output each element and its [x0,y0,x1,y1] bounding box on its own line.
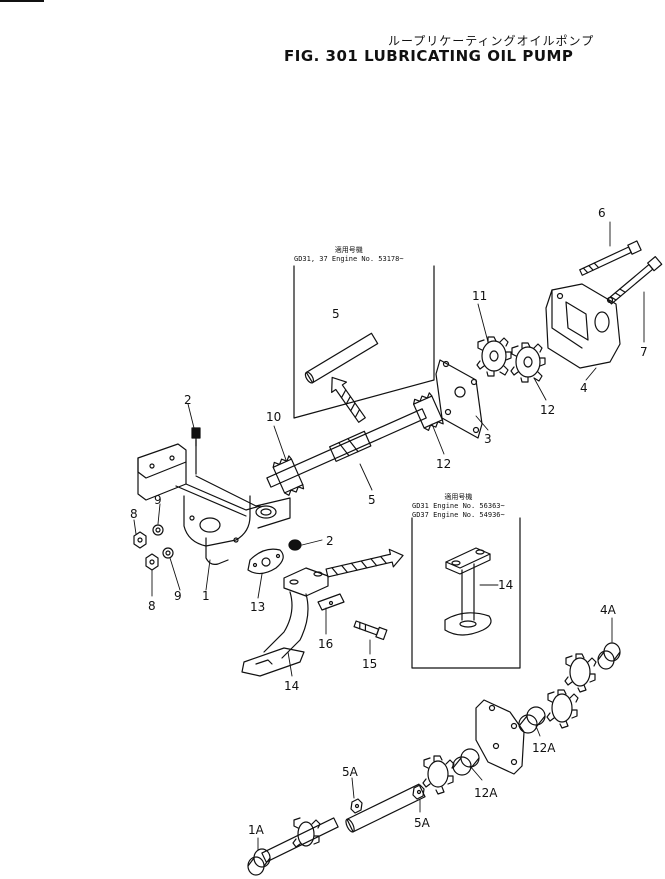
bushing-1a [247,848,271,876]
shaft-5a [345,783,426,833]
callout-4: 4 [580,381,588,395]
callout-2-upper: 2 [184,393,192,407]
inset-upper-title: 適用号機 [334,246,363,254]
callout-14-inset: 14 [498,578,513,592]
callout-5: 5 [368,493,376,507]
nut-8-upper [133,531,147,549]
callout-14: 14 [284,679,299,693]
plug-5a-left [350,798,363,814]
bushing-12a-upper [518,706,546,734]
callout-5a-lower: 5A [414,816,431,830]
gear-12-upper [510,342,546,383]
callout-4a: 4A [600,603,617,617]
inset-lower-header: 適用号機 GD31 Engine No. 56363~ GD37 Engine … [412,493,505,520]
gear-10 [272,455,305,496]
bolt-6 [579,240,642,276]
hatched-arrow-upper [331,376,366,423]
bushing-4a [597,642,621,670]
gear-mid-a [546,689,579,729]
callout-2-lower: 2 [326,534,334,548]
main-shaft [266,408,427,488]
callout-8-upper: 8 [130,507,138,521]
corner-mark [0,0,44,2]
inset-rod [304,332,379,384]
pump-body-4 [545,283,621,369]
callout-8-lower: 8 [148,599,156,613]
callout-16: 16 [318,637,333,651]
inset-lower-line-2: GD37 Engine No. 54936~ [412,511,505,519]
inset-lower-frame [411,517,521,669]
bushing-12a-lower [452,748,480,776]
callout-5a-upper: 5A [342,765,359,779]
gasket-13 [247,548,284,575]
gear-1a [292,817,321,848]
figure-title: FIG. 301 LUBRICATING OIL PUMP [284,47,574,65]
callout-9-upper: 9 [154,493,162,507]
callout-9-lower: 9 [174,589,182,603]
inset-lower-line-1: GD31 Engine No. 56363~ [412,502,505,510]
inset-upper-frame [293,265,435,419]
washer-9-upper [152,524,164,536]
gear-12-lower [412,392,444,431]
callout-12a-lower: 12A [474,786,498,800]
callout-3: 3 [484,432,492,446]
inset-upper-line: GD31, 37 Engine No. 53178~ [294,255,404,263]
callout-13: 13 [250,600,265,614]
cover-plate-3 [435,359,483,439]
plate-16 [317,593,345,611]
inset-bracket [444,547,492,636]
strainer-pipe-14 [241,567,329,677]
cover-plate-a [475,699,525,775]
callout-labels: 6 7 4 11 12 3 12 10 5 5 2 2 9 8 9 8 1 13… [130,206,648,837]
plug-2-lower [288,539,302,551]
shaft-1a [261,817,339,863]
hatched-arrow-lower [325,548,404,578]
callout-10: 10 [266,410,281,424]
callout-15: 15 [362,657,377,671]
callout-12-upper: 12 [540,403,555,417]
callout-11: 11 [472,289,487,303]
inset-lower-title: 適用号機 [444,493,473,501]
callout-5-inset: 5 [332,307,340,321]
callout-1: 1 [202,589,210,603]
callout-12-lower: 12 [436,457,451,471]
callout-12a-upper: 12A [532,741,556,755]
callout-6: 6 [598,206,606,220]
plug-2-upper [191,427,201,447]
japanese-title: ループリケーティングオイルポンプ [388,34,595,48]
gear-11 [476,336,512,377]
callout-1a: 1A [248,823,265,837]
callout-7: 7 [640,345,648,359]
washer-9-lower [162,547,174,559]
gear-lower-a [422,755,455,795]
inset-upper-header: 適用号機 GD31, 37 Engine No. 53178~ [294,246,404,264]
nut-8-lower [145,553,159,571]
gear-upper-a [564,653,597,693]
pump-housing-1 [137,439,291,565]
leader-lines [133,221,645,851]
bolt-7 [606,256,663,305]
plug-5a-right [412,784,425,800]
bolt-15 [353,620,388,641]
